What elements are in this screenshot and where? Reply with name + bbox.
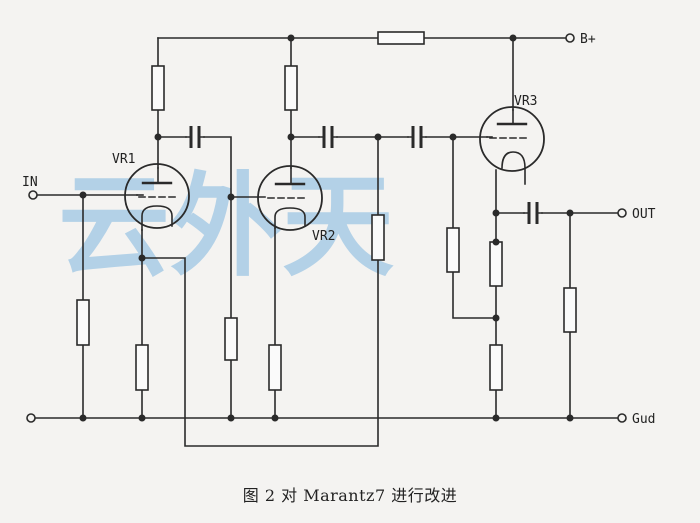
label-b-plus: B+	[580, 32, 596, 47]
label-ground: Gud	[632, 412, 655, 427]
resistor-cathode-vr2	[268, 344, 282, 391]
resistor-cathode-vr3-lower	[489, 344, 503, 391]
resistor-input-grid	[76, 299, 90, 346]
figure-caption: 图 2 对 Marantz7 进行改进	[242, 486, 458, 505]
capacitor-coupling-1	[185, 126, 205, 148]
terminal-b-plus	[565, 33, 575, 43]
terminal-output	[617, 208, 627, 218]
resistor-cathode-vr1	[135, 344, 149, 391]
resistor-plate-vr2	[284, 65, 298, 111]
tube-vr1	[124, 163, 190, 231]
resistor-output-load	[563, 287, 577, 333]
label-tube-vr2: VR2	[312, 229, 335, 244]
resistor-feedback	[371, 214, 385, 261]
capacitor-output	[523, 202, 543, 224]
label-tube-vr1: VR1	[112, 152, 135, 167]
terminal-ground-left	[26, 413, 36, 423]
label-input: IN	[22, 175, 38, 190]
terminal-ground	[617, 413, 627, 423]
label-output: OUT	[632, 207, 656, 222]
resistor-grid-vr2	[224, 317, 238, 361]
resistor-b-plus-series	[377, 31, 425, 45]
tube-vr3	[479, 106, 545, 172]
capacitor-coupling-2	[318, 126, 338, 148]
terminal-input	[28, 190, 38, 200]
resistors	[76, 31, 577, 391]
resistor-grid-vr3	[446, 227, 460, 273]
resistor-cathode-vr3-upper	[489, 241, 503, 287]
capacitor-coupling-3	[407, 126, 427, 148]
label-tube-vr3: VR3	[514, 94, 537, 109]
resistor-plate-vr1	[151, 65, 165, 111]
watermark: 云外天	[58, 162, 394, 292]
capacitors	[185, 126, 543, 224]
junctions	[79, 34, 574, 422]
tube-vr2	[257, 165, 323, 231]
